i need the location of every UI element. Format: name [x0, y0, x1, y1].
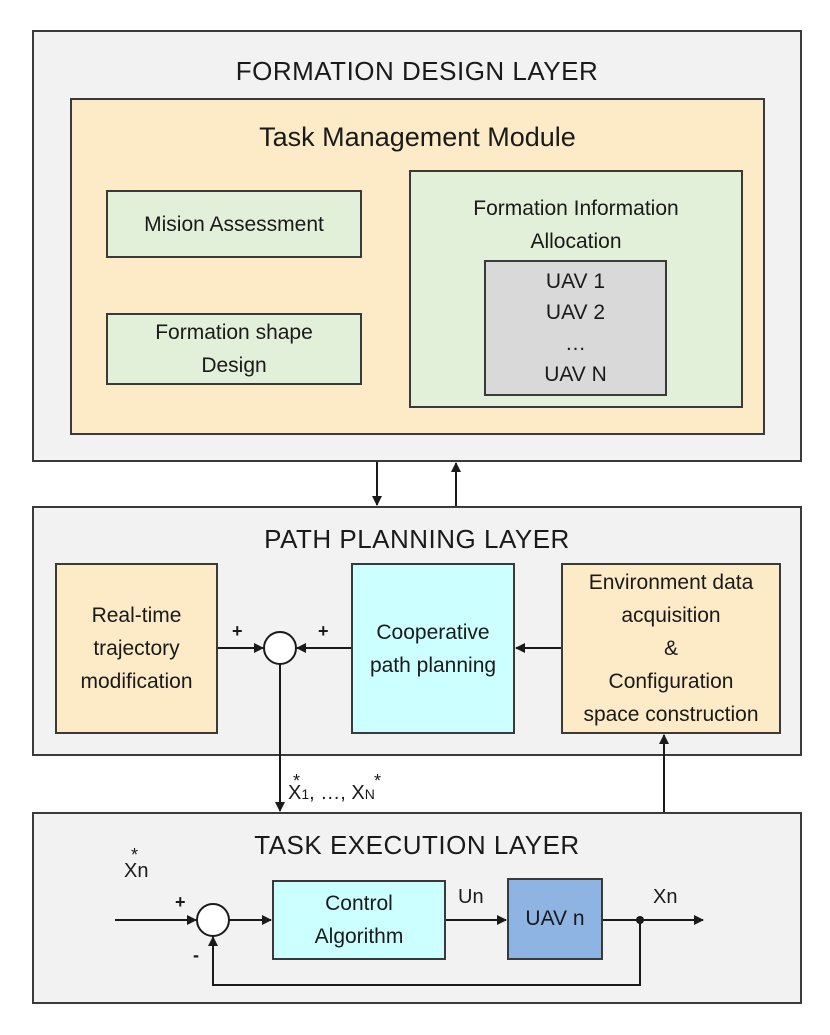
control-algorithm-box: Control Algorithm — [272, 880, 446, 960]
path-sum-plus-right: + — [318, 621, 329, 641]
uav-list-item: UAV 1 — [545, 270, 606, 293]
exec-layer-title: TASK EXECUTION LAYER — [254, 830, 580, 860]
environment-line-1: Environment data — [588, 571, 754, 594]
input-xn-label: Xn — [124, 860, 149, 882]
exec-summing-junction — [196, 903, 230, 937]
exec-sum-plus: + — [175, 892, 186, 912]
trajectory-line-3: modification — [80, 670, 193, 693]
task-management-title: Task Management Module — [259, 122, 576, 152]
output-star-n: * — [374, 771, 382, 791]
output-junction-dot — [636, 916, 644, 924]
cooperative-path-planning-box: Cooperative path planning — [351, 563, 515, 734]
path-sum-plus-left: + — [232, 621, 243, 641]
exec-sum-minus: - — [193, 945, 199, 965]
setpoint-x-1: X — [288, 782, 302, 804]
allocation-line-2: Allocation — [530, 230, 622, 253]
setpoint-ellipsis: , …, — [309, 782, 352, 804]
shape-design-line-1: Formation shape — [155, 321, 313, 344]
uav-list-item: UAV N — [544, 363, 607, 386]
cooperative-line-1: Cooperative — [376, 620, 490, 644]
trajectory-modification-box: Real-time trajectory modification — [55, 563, 218, 734]
environment-line-4: Configuration — [608, 670, 734, 693]
setpoint-sub-1: 1 — [301, 786, 310, 802]
path-summing-junction — [263, 631, 297, 665]
control-line-1: Control — [325, 892, 393, 915]
environment-line-5: space construction — [583, 703, 759, 726]
mission-assessment-box: Mision Assessment — [106, 190, 362, 258]
formation-layer-title: FORMATION DESIGN LAYER — [235, 56, 599, 86]
uav-list-item: UAV 2 — [545, 301, 606, 324]
input-star: * — [131, 845, 139, 865]
control-line-2: Algorithm — [314, 925, 404, 948]
formation-shape-design-box: Formation shape Design — [106, 313, 362, 385]
environment-line-3: & — [663, 637, 678, 660]
setpoint-sub-n: N — [364, 786, 375, 802]
cooperative-line-2: path planning — [369, 653, 497, 677]
environment-data-box: Environment data acquisition & Configura… — [561, 563, 781, 734]
setpoint-x-n: X — [351, 782, 365, 804]
trajectory-line-1: Real-time — [91, 604, 182, 627]
environment-line-2: acquisition — [621, 604, 721, 627]
uav-n-label: UAV n — [525, 907, 585, 930]
uav-list-box: UAV 1 UAV 2 … UAV N — [484, 260, 667, 396]
mission-assessment-label: Mision Assessment — [144, 212, 324, 236]
trajectory-line-2: trajectory — [93, 637, 180, 660]
uav-n-box: UAV n — [507, 878, 603, 960]
uav-list-item: … — [565, 332, 586, 355]
output-star-1: * — [293, 771, 301, 791]
output-xn-label: Xn — [653, 886, 678, 908]
feedback-loop-arrow — [208, 920, 641, 986]
control-signal-un-label: Un — [458, 886, 484, 908]
setpoint-output-label: X1, …, XN — [288, 782, 375, 805]
shape-design-line-2: Design — [201, 354, 267, 377]
path-layer-title: PATH PLANNING LAYER — [264, 524, 570, 554]
allocation-line-1: Formation Information — [473, 197, 679, 220]
